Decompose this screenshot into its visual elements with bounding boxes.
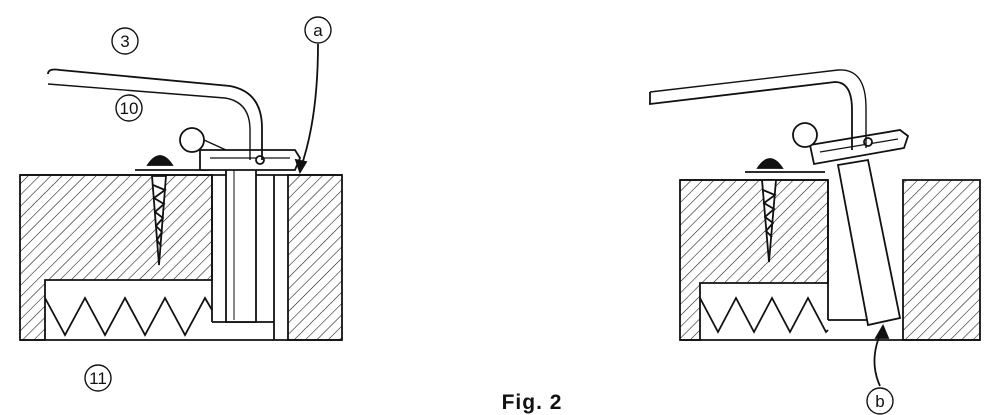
callout-10-text: 10 — [120, 99, 139, 118]
callout-10: 10 — [115, 94, 143, 122]
right-arm — [649, 81, 853, 150]
callout-3: 3 — [111, 27, 139, 55]
right-wood-block — [679, 179, 829, 341]
left-leader-a — [299, 43, 319, 171]
right-screw-thread — [762, 189, 777, 238]
left-arm — [47, 68, 263, 160]
right-bracket — [808, 129, 910, 166]
right-illustration — [649, 69, 981, 387]
left-screw-thread — [152, 184, 167, 247]
left-vertical-bar — [225, 159, 257, 323]
left-zigzag-spring — [44, 296, 213, 337]
left-right-post — [287, 174, 343, 341]
callout-a: a — [304, 16, 332, 44]
callout-3-text: 3 — [120, 32, 129, 51]
right-screw-head — [756, 158, 784, 169]
callout-b-text: b — [875, 392, 884, 411]
right-tilted-bar — [836, 158, 902, 327]
callout-a-text: a — [313, 21, 323, 40]
callout-b: b — [866, 387, 894, 415]
left-illustration — [19, 43, 343, 341]
left-pivot-knob — [179, 127, 205, 153]
left-screw-head — [146, 155, 174, 166]
right-pivot-knob — [792, 122, 818, 148]
right-post — [902, 179, 981, 341]
right-zigzag-spring — [699, 296, 829, 334]
callout-11: 11 — [84, 364, 112, 392]
figure-caption: Fig. 2 — [502, 391, 563, 414]
callout-11-text: 11 — [89, 369, 107, 388]
